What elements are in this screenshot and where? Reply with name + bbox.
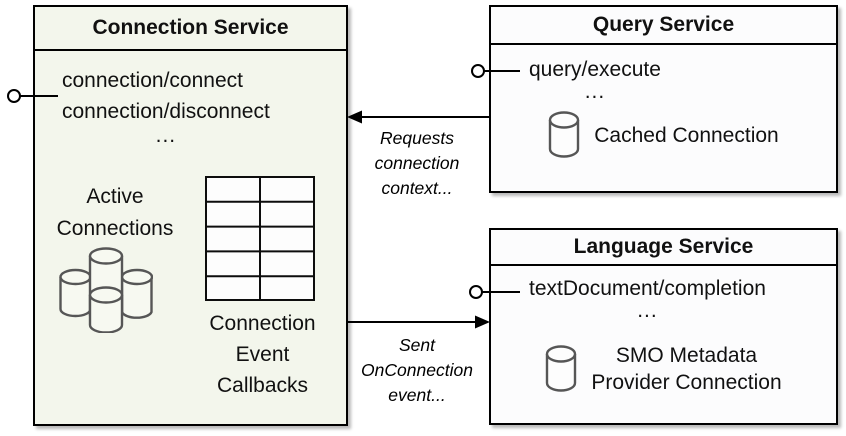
database-icon xyxy=(546,345,577,392)
arrow-sent-onconnection-event xyxy=(348,315,490,329)
database-cluster-icon xyxy=(59,247,153,333)
connection-event-callbacks-label: Connection Event Callbacks xyxy=(209,312,316,397)
requests-connection-context-note: Requests connection context... xyxy=(374,128,460,198)
arrow-requests-connection-context xyxy=(347,110,489,124)
sent-onconnection-event-note: Sent OnConnection event... xyxy=(361,335,473,405)
language-endpoints-ellipsis: ... xyxy=(637,299,658,322)
connection-service-title: Connection Service xyxy=(35,7,346,51)
smo-metadata-provider-label: SMO Metadata Provider Connection xyxy=(591,344,782,394)
smo-metadata-row: SMO Metadata Provider Connection xyxy=(491,342,836,396)
language-endpoints: textDocument/completion ... xyxy=(529,276,766,322)
connection-service-box: Connection Service connection/connect co… xyxy=(33,5,348,426)
query-service-box: Query Service query/execute ... Cached C… xyxy=(489,5,838,193)
cached-connection-row: Cached Connection xyxy=(491,111,836,159)
database-icon xyxy=(549,111,580,158)
language-service-box: Language Service textDocument/completion… xyxy=(489,228,838,425)
language-endpoint-list: textDocument/completion xyxy=(529,277,766,300)
active-connections-label: Active Connections xyxy=(56,185,174,240)
query-service-title: Query Service xyxy=(491,7,836,45)
connection-endpoints-ellipsis: ... xyxy=(155,124,177,147)
language-service-title: Language Service xyxy=(491,230,836,266)
query-endpoint-list: query/execute xyxy=(529,58,661,81)
connection-endpoints: connection/connect connection/disconnect… xyxy=(62,65,270,147)
connection-endpoint-list: connection/connect connection/disconnect xyxy=(62,69,270,123)
query-endpoints: query/execute ... xyxy=(529,57,661,103)
query-endpoints-ellipsis: ... xyxy=(584,80,606,103)
cached-connection-label: Cached Connection xyxy=(594,123,779,147)
table-grid-icon xyxy=(205,176,315,301)
